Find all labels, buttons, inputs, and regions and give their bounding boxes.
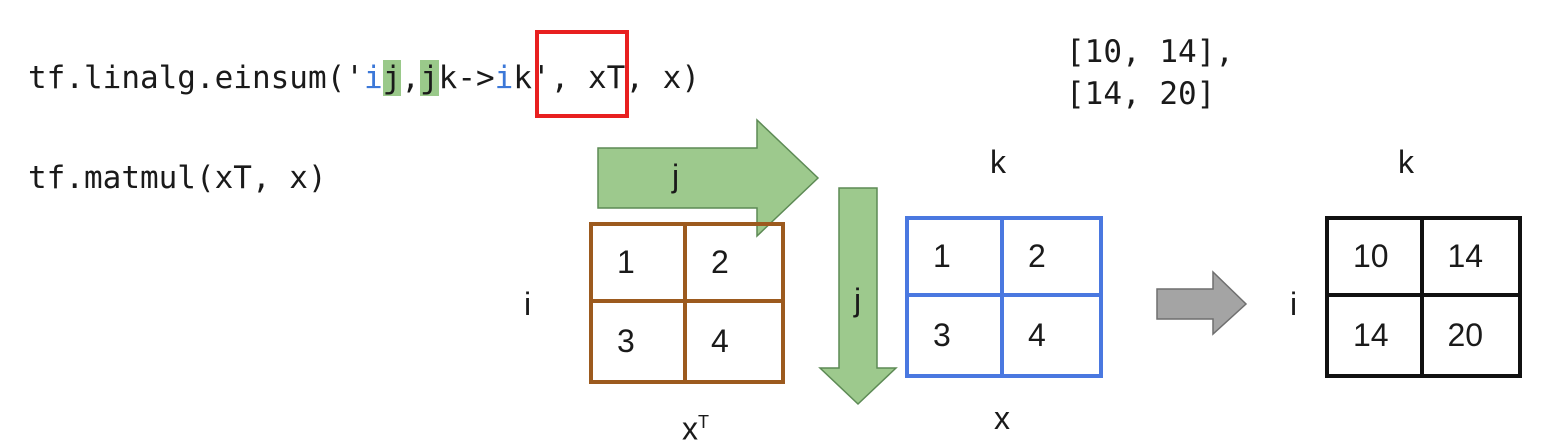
x-cell: 4 (1028, 317, 1046, 353)
xT-caption: xT (682, 404, 709, 447)
result-cell: 10 (1329, 220, 1424, 297)
x-cell: 1 (909, 220, 1004, 297)
xT-cell: 4 (711, 323, 729, 359)
result-row-axis-label: i (1290, 286, 1298, 322)
einsum-suffix: , xT, x) (550, 60, 700, 96)
xT-cell: 1 (593, 226, 687, 303)
x-caption: x (994, 400, 1010, 436)
subscript-i-output: i (494, 60, 514, 96)
subscript-k-input: k (438, 60, 458, 96)
arrow-dash: - (457, 60, 476, 96)
xT-cell: 3 (593, 303, 687, 380)
result-line-1: [10, 14], (1066, 34, 1234, 70)
subscript-j-highlight-2: j (419, 60, 439, 96)
xT-cell: 2 (687, 226, 781, 303)
horizontal-arrow-j-label: j (672, 158, 680, 194)
result-line-2: [14, 20] (1066, 76, 1216, 112)
result-column-axis-label: k (1398, 144, 1414, 180)
vertical-j-arrow (818, 187, 898, 406)
result-cell: 20 (1447, 317, 1484, 353)
xT-matrix: 1 2 3 4 (589, 222, 785, 384)
result-arrow (1156, 270, 1248, 336)
subscript-j-highlight-1: j (382, 60, 402, 96)
einsum-code-line: tf.linalg.einsum('ij,jk->ik', xT, x) (28, 58, 700, 98)
xT-row-axis-label: i (524, 286, 532, 322)
subscript-k-output: k (513, 60, 532, 96)
arrow-gt: > (475, 60, 495, 96)
result-cell: 14 (1423, 220, 1518, 297)
subscript-i-input: i (363, 60, 383, 96)
x-matrix: 1 2 3 4 (905, 216, 1103, 378)
vertical-arrow-j-label: j (854, 282, 862, 318)
x-column-axis-label: k (990, 144, 1006, 180)
x-cell: 2 (1004, 220, 1099, 297)
result-cell: 14 (1329, 297, 1424, 374)
horizontal-j-arrow (597, 118, 820, 238)
matmul-code-line: tf.matmul(xT, x) (28, 160, 327, 196)
xT-caption-name: x (682, 410, 698, 447)
x-cell: 3 (909, 297, 1004, 374)
subscript-comma: , (401, 60, 420, 96)
einsum-prefix: tf.linalg.einsum(' (28, 60, 364, 96)
output-subscript-highlight-box (535, 30, 629, 118)
result-matrix: 10 14 14 20 (1325, 216, 1522, 378)
xT-caption-superscript: T (698, 412, 709, 432)
